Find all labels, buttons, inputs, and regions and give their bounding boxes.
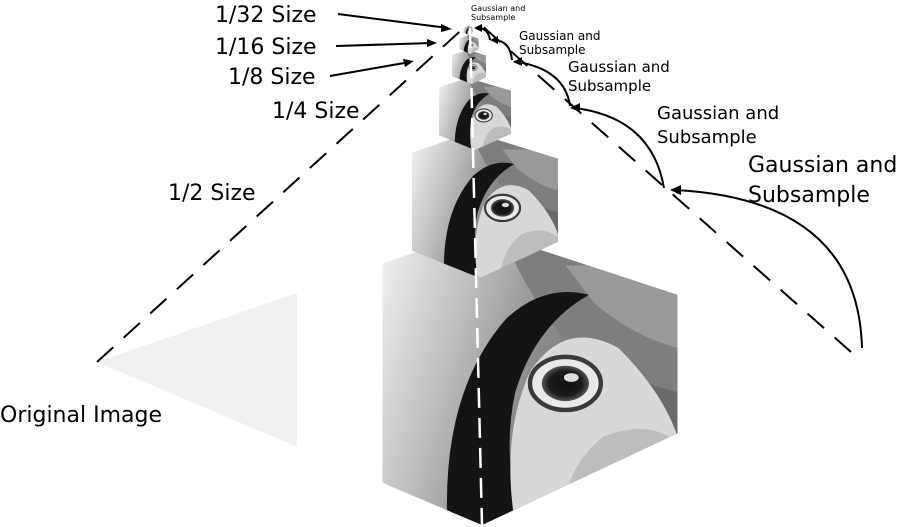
label-eighth: 1/8 Size	[228, 65, 316, 90]
pyramid-dashed-edges	[96, 23, 852, 363]
gaussian-label-3-line1: Gaussian and	[568, 58, 670, 76]
label-quarter: 1/4 Size	[272, 99, 360, 124]
gaussian-label-2-line2: Subsample	[657, 127, 757, 148]
level-arrows	[329, 13, 449, 77]
label-thirtysecond: 1/32 Size	[215, 3, 317, 28]
gaussian-label-5-line2: Subsample	[471, 13, 515, 22]
gaussian-label-4-line1: Gaussian and	[519, 29, 600, 43]
label-sixteenth: 1/16 Size	[215, 35, 317, 60]
gaussian-label-5-line1: Gaussian and	[471, 4, 525, 13]
gaussian-label-1-line2: Subsample	[748, 183, 870, 208]
gaussian-label-4-line2: Subsample	[519, 43, 585, 57]
gaussian-arrowheads	[474, 24, 681, 195]
level-arrowheads	[403, 24, 452, 67]
gaussian-arrows	[477, 27, 863, 349]
pyramid-level-quarter	[437, 78, 513, 150]
gaussian-label-3-line2: Subsample	[568, 77, 651, 95]
pyramid-center-axis	[468, 27, 484, 526]
gaussian-label-1-line1: Gaussian and	[748, 153, 897, 178]
gaussian-label-2-line1: Gaussian and	[657, 103, 779, 124]
label-half: 1/2 Size	[168, 181, 256, 206]
label-original: Original Image	[0, 403, 162, 428]
pyramid-level-original	[97, 230, 678, 525]
pyramid-level-eighth	[451, 50, 487, 84]
